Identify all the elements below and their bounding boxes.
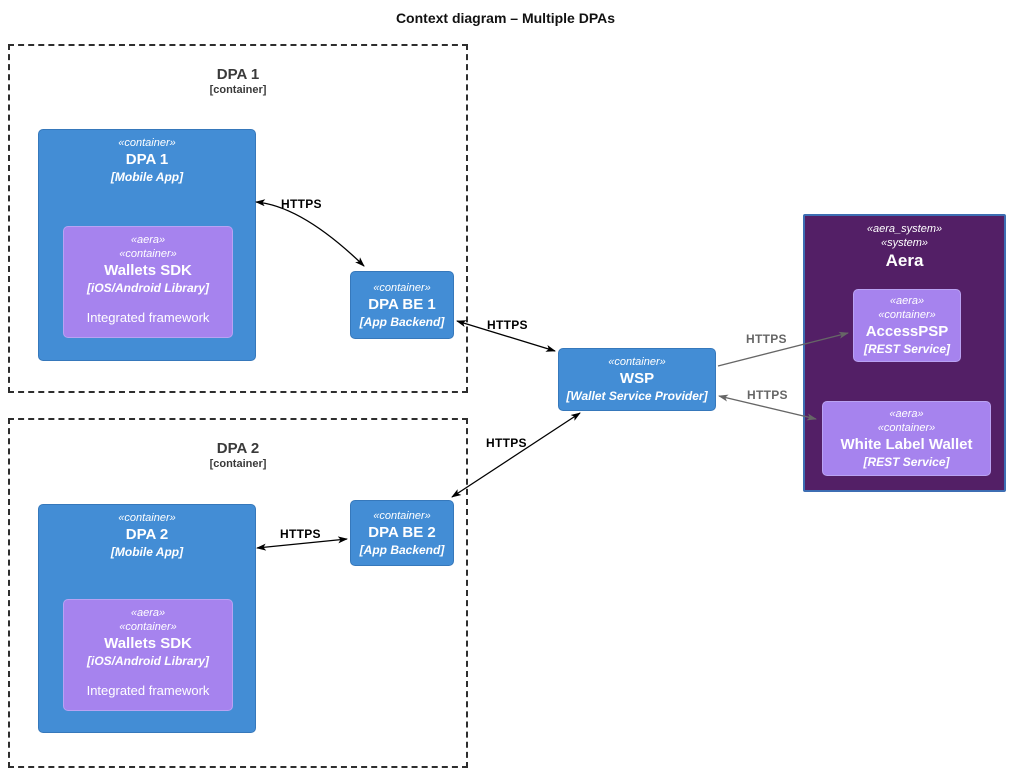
node-name: DPA 1 <box>125 151 169 168</box>
node-name: AccessPSP <box>865 323 949 340</box>
stereotype-label: «container» <box>119 621 177 633</box>
node-description: Integrated framework <box>86 683 210 698</box>
node-dpa-be-1: «container» DPA BE 1 [App Backend] <box>350 271 454 339</box>
node-dpa2-mobile-app: «container» DPA 2 [Mobile App] «aera» «c… <box>38 504 256 733</box>
node-name: White Label Wallet <box>840 436 973 453</box>
stereotype-label: «container» <box>878 309 936 321</box>
node-name: Aera <box>885 251 924 270</box>
node-tech: [iOS/Android Library] <box>86 654 209 668</box>
stereotype-label: «aera» <box>130 607 166 619</box>
edge-label-https: HTTPS <box>486 436 527 450</box>
node-dpa1-mobile-app: «container» DPA 1 [Mobile App] «aera» «c… <box>38 129 256 361</box>
node-tech: [REST Service] <box>863 455 950 469</box>
edge-label-https: HTTPS <box>281 197 322 211</box>
edge-label-https: HTTPS <box>746 332 787 346</box>
boundary-dpa1: DPA 1 [container] <box>8 44 468 393</box>
stereotype-label: «container» <box>119 248 177 260</box>
boundary-name: DPA 1 <box>216 66 260 83</box>
node-wallets-sdk-2: «aera» «container» Wallets SDK [iOS/Andr… <box>63 599 233 711</box>
stereotype-label: «container» <box>118 137 176 149</box>
edge-wsp-to-dpabe2 <box>451 412 581 498</box>
node-wallets-sdk-1: «aera» «container» Wallets SDK [iOS/Andr… <box>63 226 233 338</box>
node-name: DPA 2 <box>125 526 169 543</box>
node-tech: [App Backend] <box>359 314 445 329</box>
node-name: WSP <box>619 370 655 387</box>
edge-label-https: HTTPS <box>747 388 788 402</box>
boundary-type: [container] <box>209 84 267 96</box>
stereotype-label: «container» <box>373 509 431 522</box>
node-description: Integrated framework <box>86 310 210 325</box>
stereotype-label: «container» <box>373 281 431 294</box>
boundary-type: [container] <box>209 458 267 470</box>
node-name: DPA BE 2 <box>368 523 436 541</box>
stereotype-label: «aera» <box>889 295 925 307</box>
node-wsp: «container» WSP [Wallet Service Provider… <box>558 348 716 411</box>
stereotype-label: «aera» <box>130 234 166 246</box>
stereotype-label: «container» <box>877 422 936 434</box>
node-name: DPA BE 1 <box>368 295 436 313</box>
node-name: Wallets SDK <box>104 635 192 652</box>
diagram-title: Context diagram – Multiple DPAs <box>395 10 616 26</box>
node-name: Wallets SDK <box>104 262 192 279</box>
node-dpa-be-2: «container» DPA BE 2 [App Backend] <box>350 500 454 566</box>
node-tech: [Wallet Service Provider] <box>566 389 708 403</box>
node-tech: [Mobile App] <box>110 545 184 559</box>
node-access-psp: «aera» «container» AccessPSP [REST Servi… <box>853 289 961 362</box>
stereotype-label: «aera_system» <box>866 223 943 235</box>
node-tech: [Mobile App] <box>110 170 184 184</box>
node-tech: [App Backend] <box>359 542 445 557</box>
boundary-dpa2: DPA 2 [container] <box>8 418 468 768</box>
stereotype-label: «container» <box>118 512 176 524</box>
node-aera-system: «aera_system» «system» Aera «aera» «cont… <box>803 214 1006 492</box>
stereotype-label: «system» <box>880 237 929 249</box>
boundary-name: DPA 2 <box>216 440 260 457</box>
boundary-dpa1-label: DPA 1 [container] <box>10 66 466 97</box>
boundary-dpa2-label: DPA 2 [container] <box>10 440 466 471</box>
node-tech: [REST Service] <box>863 342 951 356</box>
node-tech: [iOS/Android Library] <box>86 281 209 295</box>
node-white-label-wallet: «aera» «container» White Label Wallet [R… <box>822 401 991 476</box>
stereotype-label: «container» <box>608 356 666 368</box>
edge-label-https: HTTPS <box>487 318 528 332</box>
edge-label-https: HTTPS <box>280 527 321 541</box>
stereotype-label: «aera» <box>889 408 924 420</box>
